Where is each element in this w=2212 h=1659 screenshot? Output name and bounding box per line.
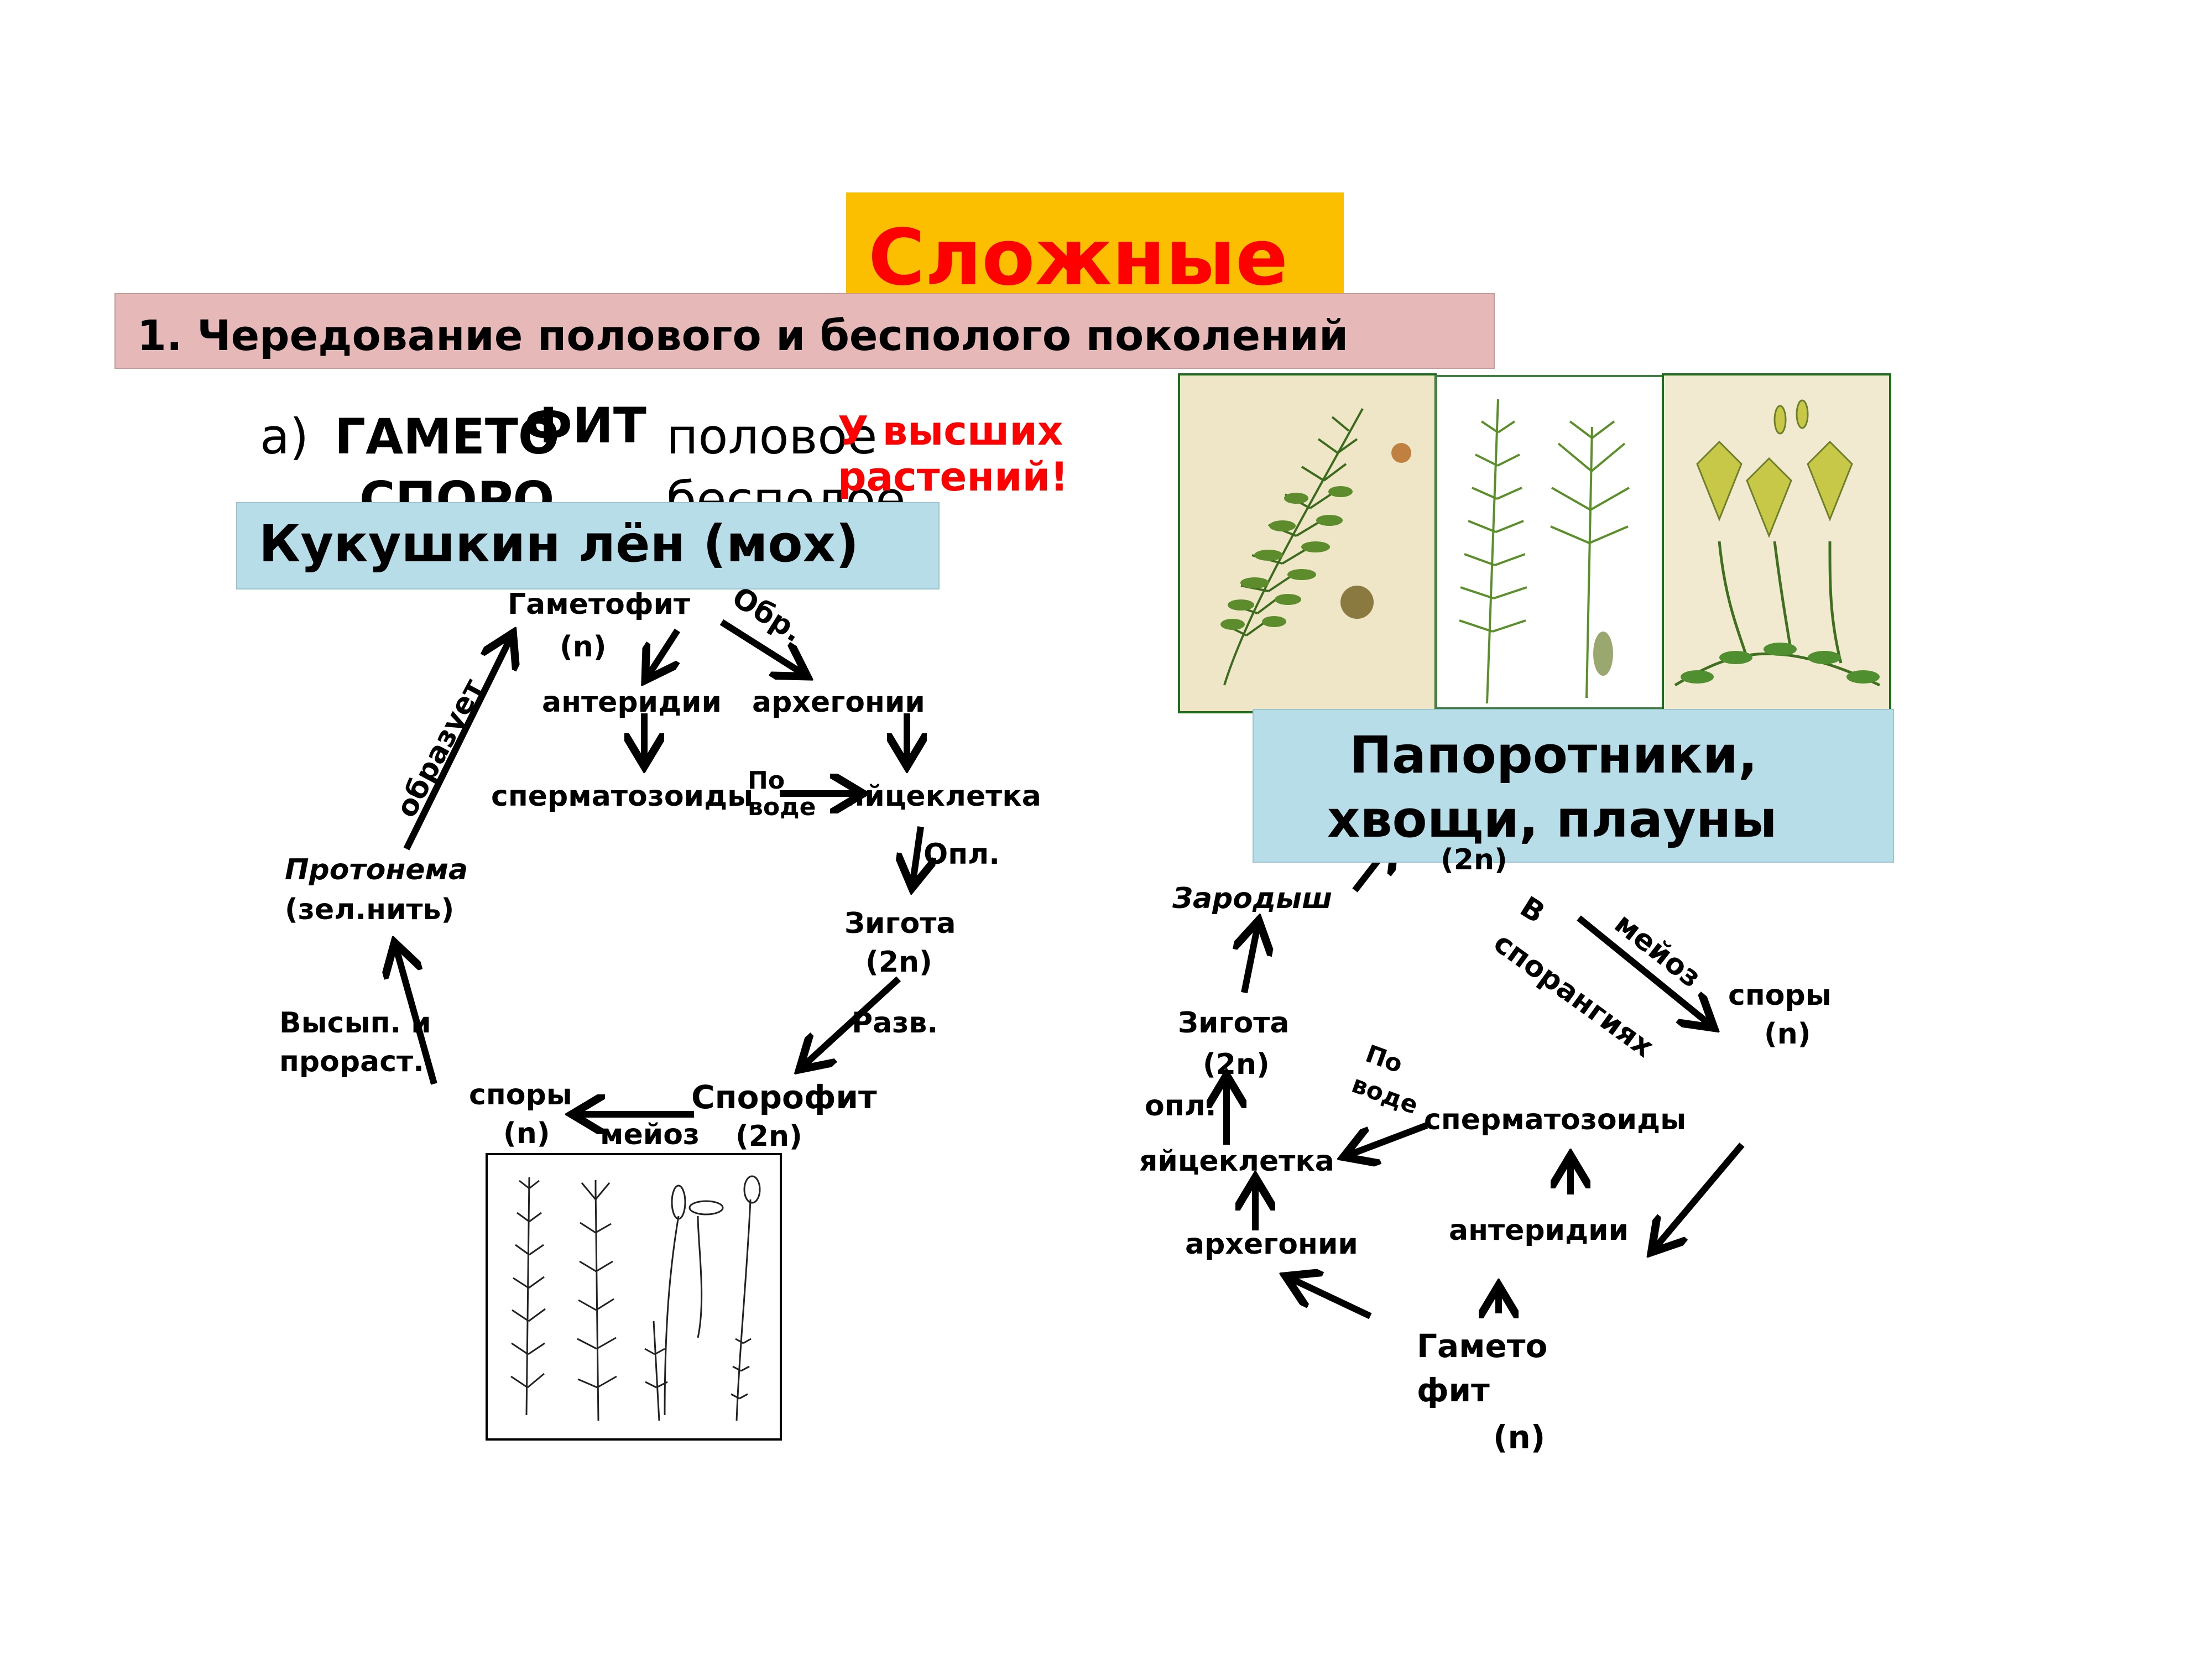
moss-heading-box: [236, 502, 940, 589]
line-a-gameto: ГАМЕТО: [335, 408, 560, 465]
fern-zygote-2n: (2n): [1203, 1048, 1270, 1081]
arrow-egg-zygote: [912, 826, 921, 885]
fern-sporophyte-2n: (2n): [1441, 843, 1507, 877]
fern-opl: опл.: [1145, 1089, 1217, 1123]
horsetail-illustration-icon: [1459, 399, 1630, 704]
fern-heading-line-1: Папоротники,: [1349, 726, 1758, 785]
arrow-zygote-embryo-fern: [1244, 924, 1258, 994]
arrow-protonema-gametophyte: [403, 636, 512, 851]
fern-spores: споры: [1728, 979, 1832, 1012]
fern-illustration: [1178, 373, 1437, 713]
moss-opl: Опл.: [924, 838, 1000, 871]
fern-antheridia: антеридии: [1449, 1214, 1629, 1247]
fern-spermatozoids: сперматозоиды: [1424, 1103, 1687, 1136]
moss-spores: споры: [469, 1078, 572, 1112]
line-a-prefix: а): [260, 408, 309, 465]
fern-gametophyte-2: фит: [1417, 1371, 1490, 1409]
moss-zygote-2n: (2n): [865, 946, 932, 979]
moss-meiosis: мейоз: [600, 1118, 700, 1151]
moss-illustration: [486, 1153, 782, 1441]
line-a-polovoe: половое: [666, 408, 878, 465]
moss-spermatozoids: сперматозоиды: [491, 780, 754, 813]
moss-illustration-icon: [510, 1175, 761, 1421]
higher-plants-note: У высших растений!: [838, 408, 1068, 500]
moss-po-vode-2: воде: [748, 793, 816, 822]
fern-spores-n: (n): [1764, 1018, 1811, 1051]
arrow-zygote-sporophyte: [802, 976, 901, 1067]
moss-sprout-2: прораст.: [279, 1045, 424, 1079]
moss-sprout: Высып. и прораст.: [279, 1004, 431, 1081]
fern-heading-line-2: хвощи, плауны: [1327, 790, 1777, 849]
fern-gametophyte-n: (n): [1493, 1418, 1546, 1456]
moss-sporophyte-2n: (2n): [735, 1120, 802, 1153]
fern-egg: яйцеклетка: [1139, 1145, 1334, 1178]
line-a-fit: ФИТ: [524, 397, 646, 454]
arrow-sperm-egg-fern: [1347, 1122, 1428, 1156]
topic-banner: [114, 293, 1495, 369]
moss-gametophyte: Гаметофит: [508, 588, 691, 621]
moss-razv: Разв.: [852, 1006, 938, 1040]
moss-sporophyte: Спорофит: [691, 1078, 877, 1116]
horsetail-illustration: [1435, 375, 1665, 709]
moss-protonema-note: (зел.нить): [285, 893, 455, 926]
moss-po-vode: По воде: [748, 766, 816, 822]
moss-antheridia: антеридии: [542, 686, 722, 719]
arrow-gameto-archegonia: [719, 619, 805, 675]
clubmoss-illustration: [1662, 373, 1891, 712]
arrow-gametophyte-archegonia-fern: [1288, 1277, 1372, 1319]
fern-zygote: Зигота: [1178, 1006, 1290, 1040]
topic-banner-text: 1. Чередование полового и бесполого поко…: [137, 311, 1349, 360]
slide-title: Сложные: [868, 213, 1288, 303]
arrow-spores-protonema: [395, 946, 437, 1085]
clubmoss-illustration-icon: [1674, 399, 1881, 687]
moss-sprout-1: Высып. и: [279, 1006, 431, 1040]
fern-illustration-icon: [1220, 408, 1411, 686]
arrow-gameto-antheridia: [647, 628, 681, 677]
fern-heading-box: [1253, 709, 1894, 863]
fern-embryo: Зародыш: [1172, 882, 1333, 915]
moss-zygote: Зигота: [844, 907, 956, 940]
arrow-spores-gametophyte-fern: [1653, 1142, 1745, 1250]
arrow-sporophyte-spores-fern: [1577, 915, 1712, 1026]
moss-spores-n: (n): [503, 1117, 550, 1150]
moss-protonema: Протонема: [285, 853, 468, 886]
higher-plants-line-1: У высших: [838, 408, 1063, 454]
fern-gametophyte-1: Гамето: [1417, 1327, 1548, 1365]
moss-heading: Кукушкин лён (мох): [259, 514, 859, 573]
higher-plants-line-2: растений!: [838, 453, 1068, 500]
fern-archegonia: архегонии: [1185, 1228, 1358, 1261]
moss-gametophyte-n: (n): [560, 630, 607, 664]
moss-po-vode-1: По: [748, 766, 785, 795]
moss-egg: яйцеклетка: [846, 780, 1041, 813]
title-background: [846, 192, 1344, 300]
moss-archegonia: архегонии: [752, 686, 925, 719]
